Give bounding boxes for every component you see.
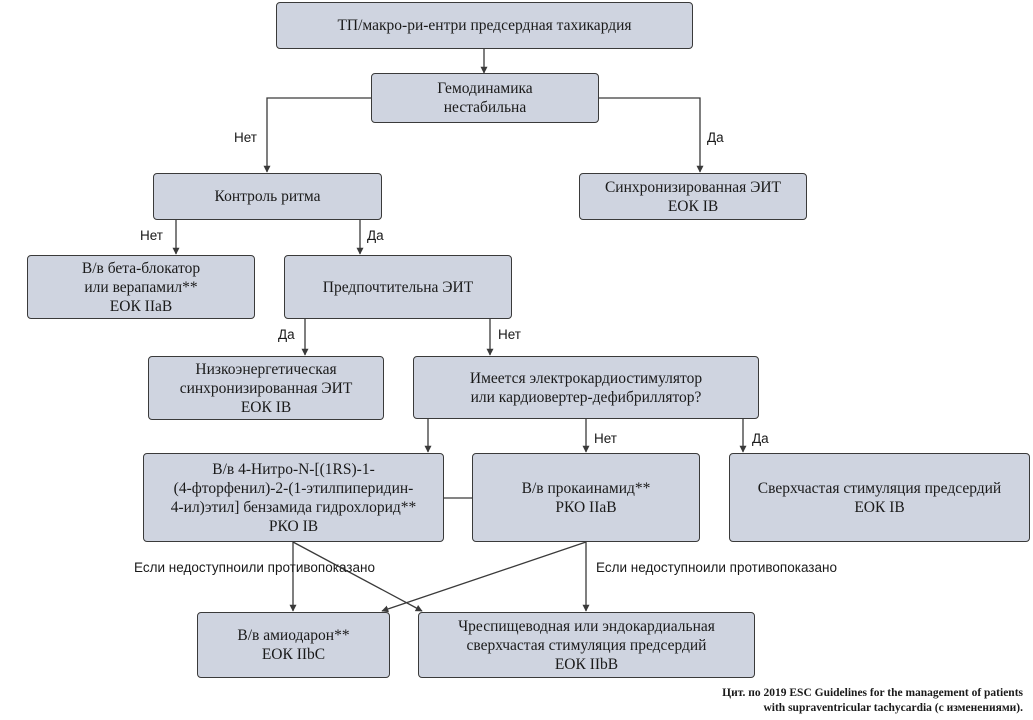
label-pref-yes: Да bbox=[278, 327, 295, 342]
text-line: ЕОК IB bbox=[240, 398, 292, 416]
text-line: Если недоступно bbox=[596, 560, 703, 575]
text-line: сверхчастая стимуляция предсердий bbox=[466, 636, 707, 654]
text-line: В/в 4-Нитро-N-[(1RS)-1- bbox=[212, 460, 375, 478]
text-line: Контроль ритма bbox=[214, 188, 321, 205]
text-line: Сверхчастая стимуляция предсердий bbox=[757, 479, 1002, 497]
text-line: ЕОК IIbB bbox=[554, 655, 619, 673]
node-procainamide: В/в прокаинамид**РКО IIaB bbox=[472, 453, 700, 542]
text-line: Чреспищеводная или эндокардиальная bbox=[458, 617, 715, 635]
text-line: или противопоказано bbox=[702, 560, 837, 575]
text-line: ЕОК IIbC bbox=[261, 646, 326, 663]
node-start: ТП/макро-ри-ентри предсердная тахикардия bbox=[276, 2, 693, 49]
citation-note: Цит. по 2019 ESC Guidelines for the mana… bbox=[722, 686, 1023, 716]
edge-hemo-yes bbox=[598, 97, 704, 173]
text-line: синхронизированная ЭИТ bbox=[179, 379, 353, 397]
text-line: Синхронизированная ЭИТ bbox=[604, 178, 782, 196]
edge-hemo-no bbox=[263, 97, 372, 173]
text-line: РКО IB bbox=[268, 517, 319, 535]
text-line: Предпочтительна ЭИТ bbox=[322, 278, 474, 296]
text-line: В/в бета-блокатор bbox=[81, 259, 201, 277]
edge-procain-amiodarone bbox=[381, 541, 587, 613]
label-rhythm-yes: Да bbox=[367, 228, 384, 243]
text-line: with supraventricular tachycardia (с изм… bbox=[763, 702, 1023, 714]
node-hemodynamics: Гемодинамика нестабильна bbox=[371, 73, 599, 123]
text-line: или противопоказано bbox=[240, 560, 375, 575]
text-line: ЕОК IB bbox=[854, 498, 905, 516]
label-hemo-yes: Да bbox=[707, 130, 724, 145]
text-line: или кардиовертер-дефибриллятор? bbox=[470, 388, 702, 406]
text-line: (4-фторфенил)-2-(1-этилпиперидин- bbox=[173, 479, 414, 497]
text-line: ЕОК IIaB bbox=[109, 297, 173, 315]
text-line: В/в амиодарон** bbox=[237, 627, 350, 644]
label-pace-yes: Да bbox=[752, 431, 769, 446]
text-line: или верапамил** bbox=[84, 278, 198, 296]
node-preferred-eit: Предпочтительна ЭИТ bbox=[284, 255, 512, 319]
node-amiodarone: В/в амиодарон** ЕОК IIbC bbox=[197, 612, 390, 678]
text-line: нестабильна bbox=[443, 99, 527, 116]
label-unavailable-right: Если недоступноили противопоказано bbox=[596, 560, 837, 576]
text-line: В/в прокаинамид** bbox=[521, 479, 651, 497]
label-hemo-no: Нет bbox=[234, 130, 257, 145]
edge-drug-transeso bbox=[292, 541, 423, 612]
text-line: Имеется электрокардиостимулятор bbox=[469, 369, 703, 387]
text-line: Гемодинамика bbox=[437, 80, 533, 97]
node-drug-hydrochloride: В/в 4-Нитро-N-[(1RS)-1-(4-фторфенил)-2-(… bbox=[143, 453, 444, 542]
text-line: ЕОК IB bbox=[667, 197, 719, 215]
text-line: Цит. по 2019 ESC Guidelines for the mana… bbox=[722, 687, 1023, 699]
text-line: 4-ил)этил] бензамида гидрохлорид** bbox=[170, 498, 417, 516]
label-pref-no: Нет bbox=[498, 327, 521, 342]
label-pace-no: Нет bbox=[594, 431, 617, 446]
node-rhythm-control: Контроль ритма bbox=[153, 173, 382, 220]
text-line: РКО IIaB bbox=[555, 498, 617, 516]
text-line: ТП/макро-ри-ентри предсердная тахикардия bbox=[337, 17, 632, 34]
text-line: Низкоэнергетическая bbox=[195, 360, 337, 378]
label-unavailable-left: Если недоступноили противопоказано bbox=[134, 560, 375, 576]
label-rhythm-no: Нет bbox=[140, 228, 163, 243]
text-line: Если недоступно bbox=[134, 560, 241, 575]
